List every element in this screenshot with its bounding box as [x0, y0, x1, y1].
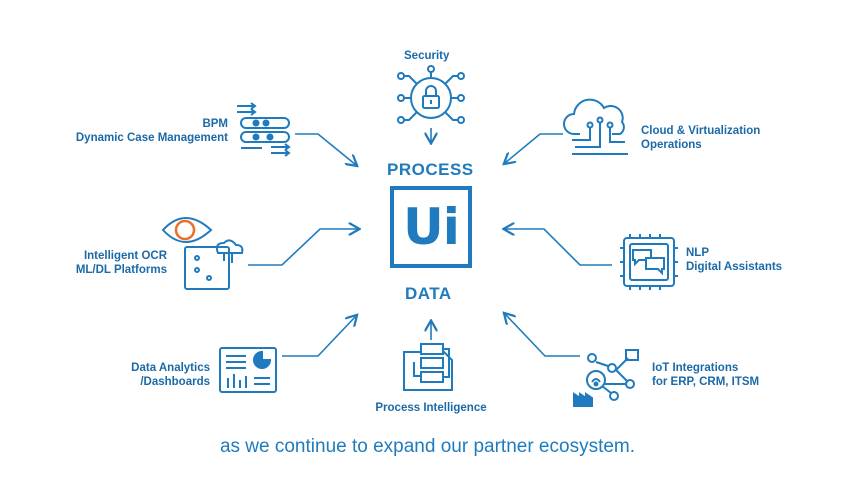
iot-network-icon — [573, 349, 639, 407]
iot-label: IoT Integrations for ERP, CRM, ITSM — [652, 362, 760, 388]
security-label: Security — [404, 50, 450, 62]
eye-ai-icon — [161, 217, 244, 290]
connector-bpm — [295, 133, 356, 165]
dashboard-icon — [219, 347, 277, 393]
cloud-circuit-icon — [563, 98, 628, 155]
connector-nlp — [505, 229, 612, 266]
connector-cloud — [505, 133, 563, 163]
connector-lines — [248, 128, 612, 357]
chip-chat-icon — [620, 234, 678, 290]
uipath-logo: Ui — [390, 186, 472, 268]
connector-iot — [505, 314, 580, 357]
cloud-label: Cloud & Virtualization Operations — [641, 125, 761, 151]
tagline: as we continue to expand our partner eco… — [219, 436, 636, 457]
logo-text: Ui — [403, 198, 460, 256]
bpm-flow-icon — [237, 102, 291, 157]
security-lock-circuit-icon — [397, 65, 465, 124]
connector-ocr — [248, 229, 358, 266]
connector-analytics — [282, 316, 356, 357]
process-intelligence-label: Process Intelligence — [375, 402, 487, 414]
process-flow-icon — [403, 343, 453, 391]
analytics-label: Data Analytics /Dashboards — [131, 362, 210, 388]
ocr-label: Intelligent OCR ML/DL Platforms — [75, 250, 167, 276]
bpm-label: BPM Dynamic Case Management — [75, 118, 228, 144]
data-label: DATA — [405, 284, 452, 303]
process-label: PROCESS — [387, 160, 474, 179]
nlp-label: NLP Digital Assistants — [686, 247, 783, 273]
